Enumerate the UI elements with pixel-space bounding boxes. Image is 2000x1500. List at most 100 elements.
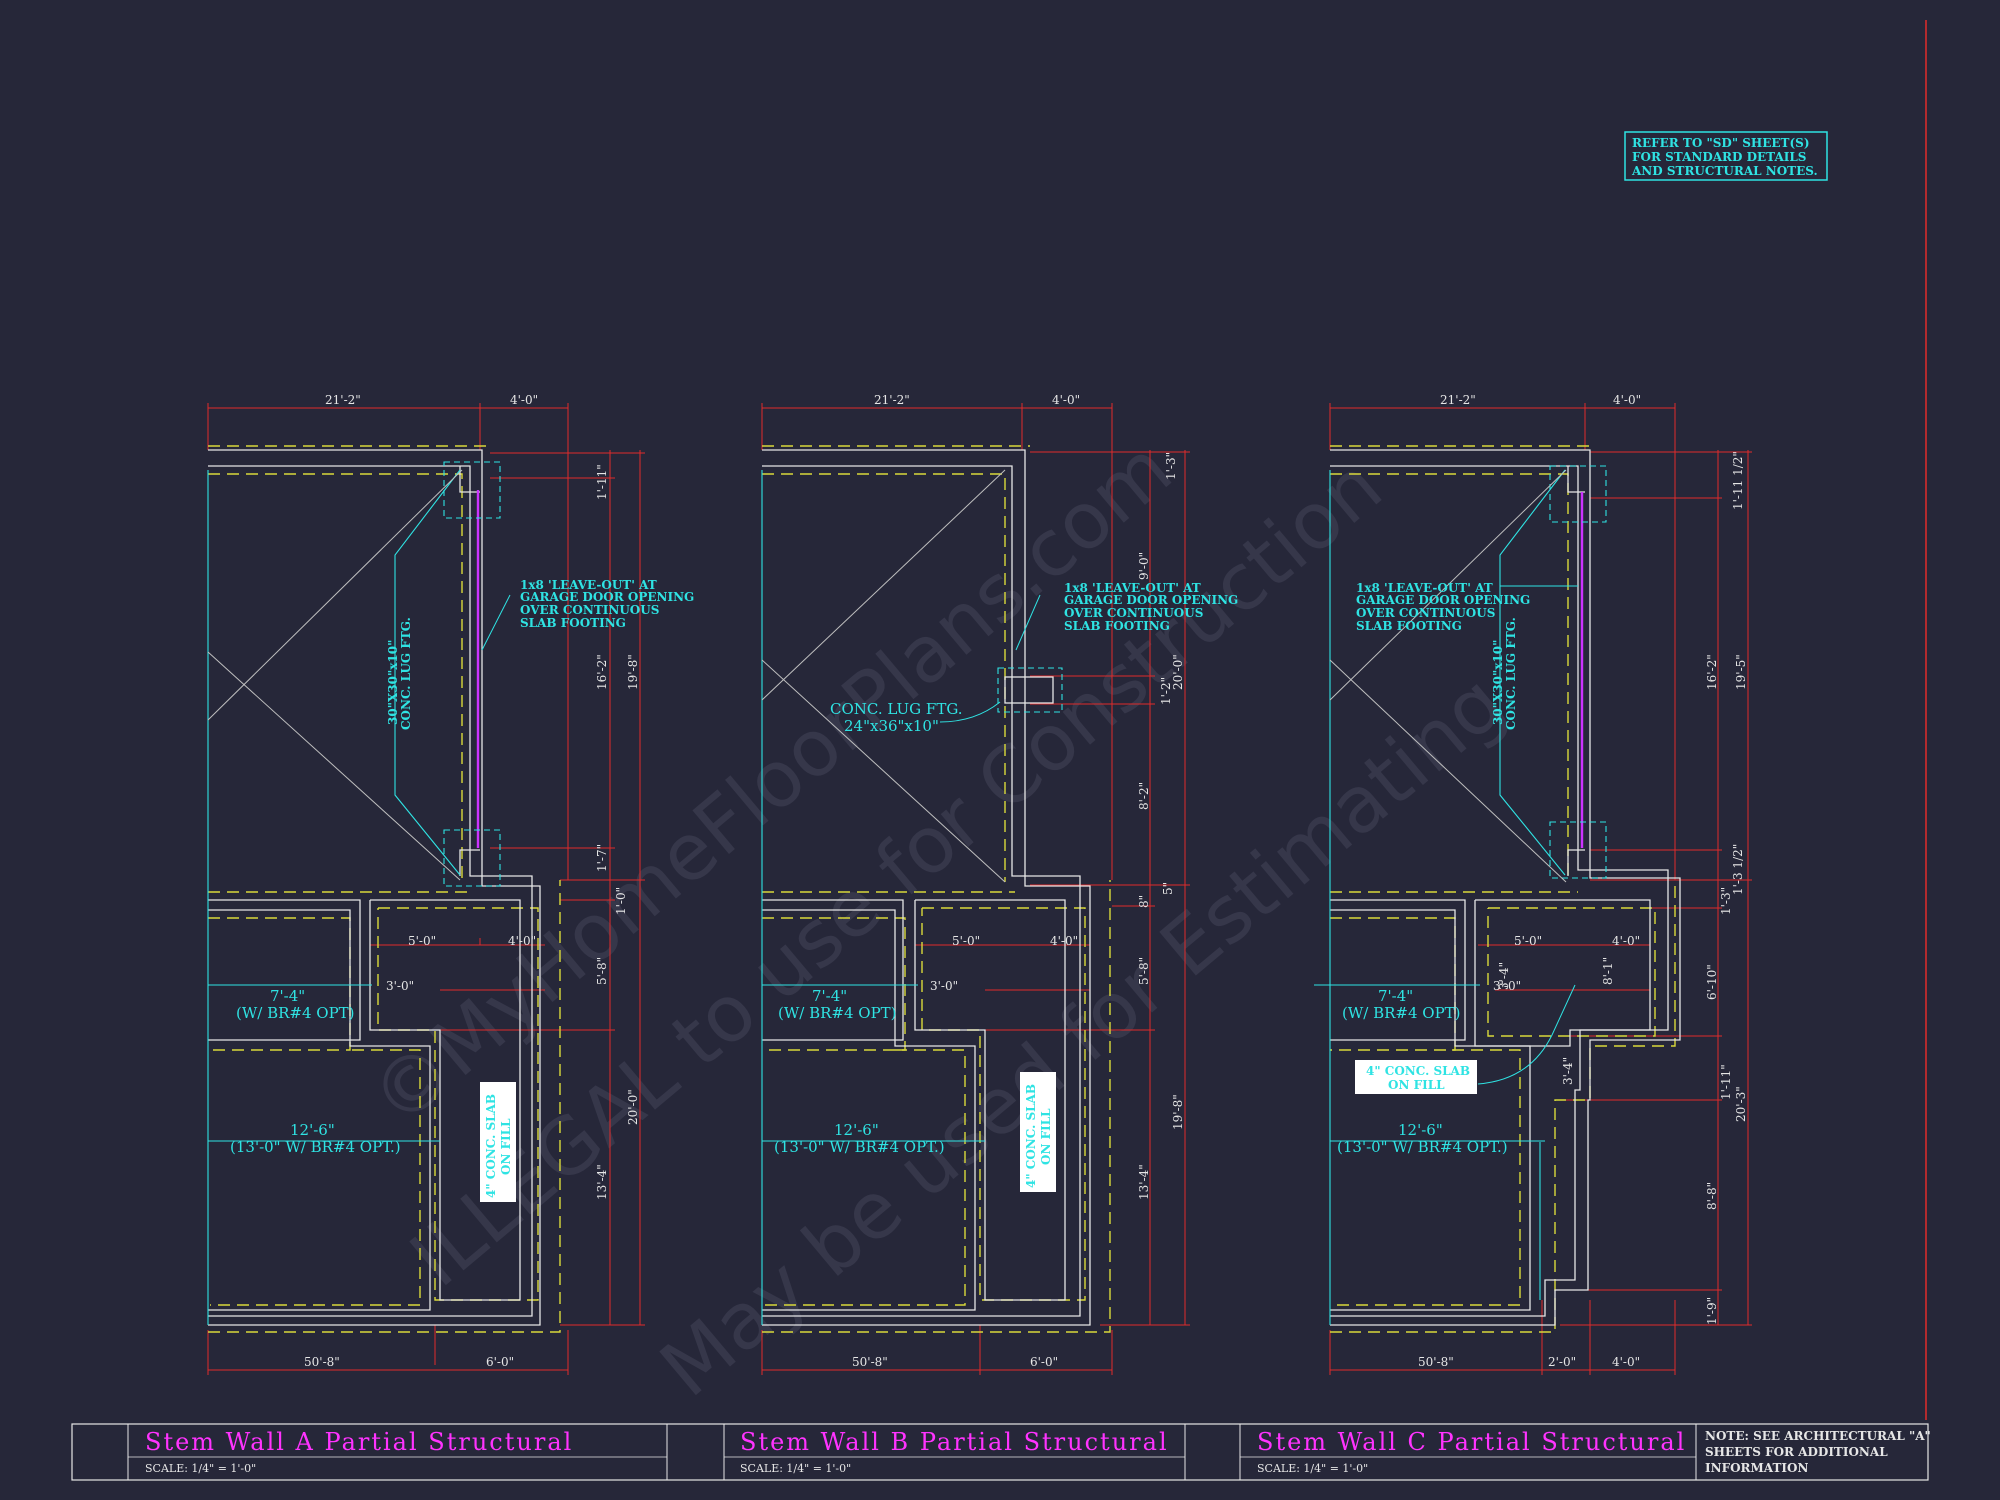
inner-dim-2: 4'-0" <box>1050 934 1078 948</box>
leave-out-note-4: SLAB FOOTING <box>520 616 626 630</box>
inner-dim-2: 4'-0" <box>508 934 536 948</box>
right-dim-6: 8" <box>1137 895 1151 908</box>
diagonal-lines <box>207 469 463 881</box>
bedroom-option-label: (W/ BR#4 OPT) <box>1342 1004 1461 1022</box>
wall-lines <box>762 449 1091 1326</box>
top-dim-1: 21'-2" <box>325 393 361 407</box>
right-dim-1: 1'-3" <box>1164 452 1178 480</box>
right-dim-6: 13'-4" <box>595 1164 609 1200</box>
inner-dim-3: 3'-0" <box>386 979 414 993</box>
slab-note-1: 4" CONC. SLAB <box>1024 1084 1038 1188</box>
top-dim-2: 4'-0" <box>1052 393 1080 407</box>
outer-dim-2: 20'-0" <box>626 1089 640 1125</box>
right-dim-8: 13'-4" <box>1137 1164 1151 1200</box>
plan-c-title: Stem Wall C Partial Structural <box>1257 1428 1686 1456</box>
diagonal-lines <box>761 469 1006 883</box>
bedroom-dim-label: 7'-4" <box>812 987 847 1005</box>
slab-label-box <box>1355 1060 1477 1094</box>
dimension-lines <box>1329 403 1752 1375</box>
title-block: Stem Wall A Partial Structural SCALE: 1/… <box>71 1423 1931 1481</box>
inner-dim-3: 3'-0" <box>930 979 958 993</box>
dimension-lines <box>761 403 1190 1375</box>
leave-out-note-2: GARAGE DOOR OPENING <box>1356 593 1530 607</box>
refer-note-line-3: AND STRUCTURAL NOTES. <box>1631 164 1818 178</box>
plan-stem-wall-b: 21'-2" 4'-0" 50'-8" 6'-0" 1'-3" 9'-0" 1'… <box>761 393 1238 1375</box>
right-dim-1: 1'-11" <box>595 464 609 500</box>
right-dim-3: 1'-3 1/2" <box>1731 844 1745 895</box>
refer-note-box <box>1624 131 1828 181</box>
refer-note-line-2: FOR STANDARD DETAILS <box>1632 150 1806 164</box>
lug-note-2: CONC. LUG FTG. <box>399 617 413 730</box>
lug-note-2: CONC. LUG FTG. <box>1504 617 1518 730</box>
room-dim-label: 12'-6" <box>1398 1121 1443 1139</box>
footing-lines <box>208 445 561 1333</box>
plan-a-title: Stem Wall A Partial Structural <box>145 1428 573 1456</box>
bottom-dim-1: 50'-8" <box>1418 1355 1454 1369</box>
slab-note-2: ON FILL <box>1388 1078 1445 1092</box>
outer-dim-2: 20'-3" <box>1734 1086 1748 1122</box>
top-dim-2: 4'-0" <box>510 393 538 407</box>
right-dim-3: 1'-2" <box>1159 677 1173 705</box>
bottom-dim-1: 50'-8" <box>852 1355 888 1369</box>
title-block-note-1: NOTE: SEE ARCHITECTURAL "A" <box>1705 1429 1931 1443</box>
dimension-lines <box>207 403 645 1375</box>
room-dim-label: 12'-6" <box>834 1121 879 1139</box>
slab-label-box <box>480 1082 516 1202</box>
watermark: ©MyHomeFloorPlans.com ILLEGAL to use for… <box>354 424 1521 1415</box>
plan-b-title: Stem Wall B Partial Structural <box>740 1428 1169 1456</box>
bedroom-dim-label: 7'-4" <box>270 987 305 1005</box>
wall-lines <box>1330 449 1681 1326</box>
slab-note-2: ON FILL <box>499 1118 513 1175</box>
right-dim-1: 1'-11 1/2" <box>1731 451 1745 510</box>
right-dim-4: 1'-0" <box>614 887 628 915</box>
plan-c-scale: SCALE: 1/4" = 1'-0" <box>1257 1462 1368 1475</box>
leave-out-note-4: SLAB FOOTING <box>1064 619 1170 633</box>
outer-dim-1: 19'-8" <box>626 654 640 690</box>
inner-dim-3: 3'-0" <box>1493 979 1521 993</box>
right-dim-8: 1'-9" <box>1705 1297 1719 1325</box>
plan-b-scale: SCALE: 1/4" = 1'-0" <box>740 1462 851 1475</box>
right-dim-6: 1'-11" <box>1719 1064 1733 1100</box>
footing-lines <box>1330 445 1676 1333</box>
lug-note-2: 24"x36"x10" <box>844 717 939 735</box>
plan-c-texts: 21'-2" 4'-0" 50'-8" 2'-0" 4'-0" 1'-11 1/… <box>1314 393 1748 1369</box>
inner-dim-1: 5'-0" <box>952 934 980 948</box>
slab-note-2: ON FILL <box>1039 1108 1053 1165</box>
leave-out-note-1: 1x8 'LEAVE-OUT' AT <box>520 578 657 592</box>
wall-lines <box>208 449 541 1326</box>
refer-note: REFER TO "SD" SHEET(S) FOR STANDARD DETA… <box>1624 131 1828 181</box>
right-dim-5: 5'-8" <box>595 957 609 985</box>
right-dim-2: 16'-2" <box>595 654 609 690</box>
leave-out-note-3: OVER CONTINUOUS <box>1064 606 1203 620</box>
plan-b-texts: 21'-2" 4'-0" 50'-8" 6'-0" 1'-3" 9'-0" 1'… <box>762 393 1238 1369</box>
bedroom-option-label: (W/ BR#4 OPT) <box>778 1004 897 1022</box>
lug-footing-outline <box>207 461 501 1325</box>
right-dim-4: 1'-3" <box>1719 887 1733 915</box>
right-dim-7: 8'-8" <box>1705 1182 1719 1210</box>
inner-dim-1: 5'-0" <box>1514 934 1542 948</box>
leave-out-note-4: SLAB FOOTING <box>1356 619 1462 633</box>
inner-dim-5: 3'-4" <box>1497 962 1511 990</box>
lug-note-1: 30"X30"x10" <box>386 640 400 725</box>
inner-dim-4: 8'-1" <box>1601 957 1615 985</box>
bottom-dim-3: 4'-0" <box>1612 1355 1640 1369</box>
bottom-dim-2: 6'-0" <box>486 1355 514 1369</box>
plan-a-texts: 21'-2" 4'-0" 50'-8" 6'-0" 1'-11" 16'-2" … <box>208 393 694 1369</box>
bottom-dim-2: 6'-0" <box>1030 1355 1058 1369</box>
lug-note-1: 30"X30"x10" <box>1491 640 1505 725</box>
right-dim-2: 9'-0" <box>1137 552 1151 580</box>
title-block-note-3: INFORMATION <box>1705 1461 1808 1475</box>
lug-note-1: CONC. LUG FTG. <box>830 700 963 718</box>
top-dim-1: 21'-2" <box>1440 393 1476 407</box>
plan-stem-wall-a: 21'-2" 4'-0" 50'-8" 6'-0" 1'-11" 16'-2" … <box>207 393 694 1375</box>
refer-note-line-1: REFER TO "SD" SHEET(S) <box>1632 136 1810 150</box>
slab-label-box <box>1020 1072 1056 1192</box>
slab-note-1: 4" CONC. SLAB <box>1366 1064 1470 1078</box>
leave-out-note-3: OVER CONTINUOUS <box>520 603 659 617</box>
lug-footing-outline <box>761 470 1063 1325</box>
top-dim-2: 4'-0" <box>1613 393 1641 407</box>
bottom-dim-2: 2'-0" <box>1548 1355 1576 1369</box>
right-dim-5: 6'-10" <box>1705 964 1719 1000</box>
leave-out-note-1: 1x8 'LEAVE-OUT' AT <box>1064 581 1201 595</box>
